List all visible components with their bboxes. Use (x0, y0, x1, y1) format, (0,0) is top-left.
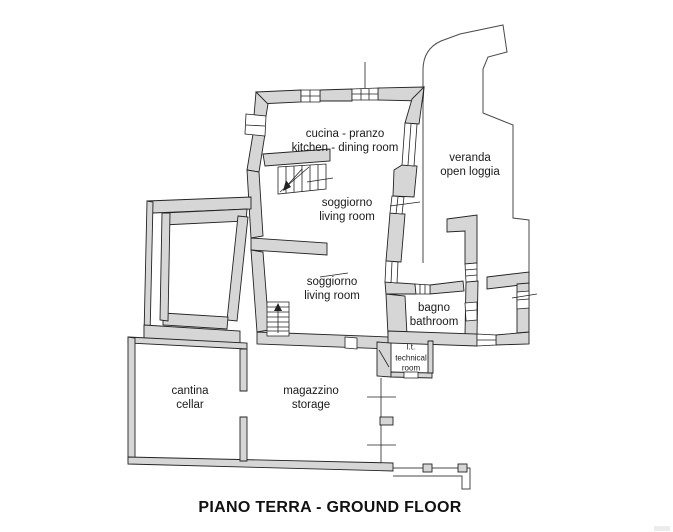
floor-title: PIANO TERRA - GROUND FLOOR (198, 499, 462, 516)
technical-room-walls (376, 340, 434, 379)
room-label-bathroom: bagno bathroom (409, 302, 459, 328)
watermark-fragment (654, 526, 670, 531)
staircase-lower (266, 301, 290, 337)
staircase-upper (277, 163, 327, 195)
windows (244, 87, 530, 379)
veranda-outline (422, 24, 530, 276)
building-walls (246, 85, 425, 350)
exterior-steps (393, 463, 471, 490)
room-label-technical-room: l.t. technical room (395, 342, 427, 373)
door-markers (306, 62, 538, 463)
room-label-cellar: cantina cellar (171, 385, 209, 411)
room-label-living-room-lower: soggiorno living room (304, 276, 360, 302)
courtyard-walls (143, 196, 252, 346)
cellar-storage-walls (127, 336, 394, 472)
room-label-kitchen-dining: cucina - pranzo kitchen - dining room (291, 128, 399, 154)
room-label-living-room-upper: soggiorno living room (319, 197, 375, 223)
room-label-storage: magazzino storage (283, 385, 339, 411)
room-label-veranda: veranda open loggia (440, 152, 500, 178)
